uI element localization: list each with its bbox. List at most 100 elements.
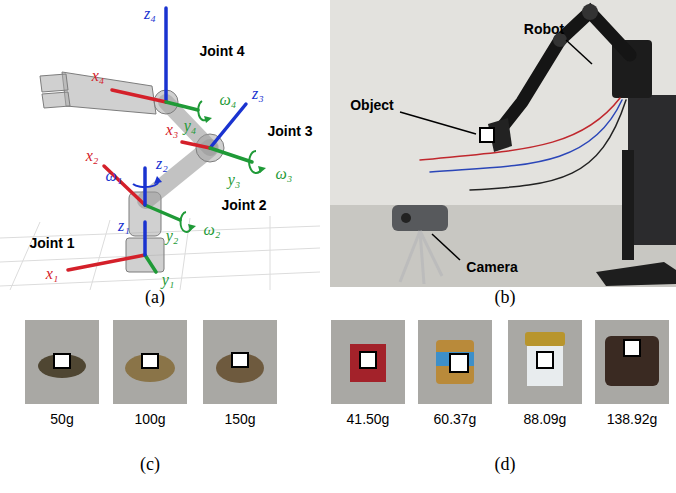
grid-line bbox=[270, 216, 271, 290]
robot-arm-photo bbox=[420, 4, 630, 190]
gripper-finger bbox=[40, 74, 68, 92]
weight-label: 50g bbox=[50, 412, 73, 427]
marker bbox=[537, 352, 553, 368]
tripod-leg bbox=[400, 231, 420, 282]
camera-lens bbox=[401, 213, 411, 223]
panel-letter: (c) bbox=[140, 455, 160, 475]
marker bbox=[232, 353, 248, 367]
joint-label: Joint 3 bbox=[267, 124, 312, 139]
weight-label: 150g bbox=[224, 412, 255, 427]
axis-label: x₄ bbox=[92, 67, 105, 85]
leader-lines bbox=[400, 40, 592, 260]
photo-ground bbox=[113, 320, 187, 404]
arm-links bbox=[500, 12, 630, 130]
leader-line bbox=[432, 234, 460, 260]
axis-label: y₃ bbox=[228, 171, 241, 189]
z-axis bbox=[210, 104, 246, 148]
photo-ground bbox=[331, 320, 405, 404]
jar bbox=[436, 340, 474, 384]
callout-label: Robot bbox=[524, 22, 564, 37]
weight-label: 100g bbox=[134, 412, 165, 427]
photo-ground bbox=[25, 320, 99, 404]
gripper-finger bbox=[42, 92, 70, 108]
jar bbox=[605, 336, 659, 386]
weight-label: 41.50g bbox=[347, 412, 390, 427]
y-axis bbox=[210, 148, 252, 162]
stand-post bbox=[622, 150, 634, 260]
panel-letter: (d) bbox=[495, 455, 516, 475]
wire bbox=[430, 100, 622, 172]
photo-ground bbox=[595, 320, 669, 404]
axis-label: ω₂ bbox=[204, 221, 221, 239]
z-axis bbox=[143, 222, 147, 255]
weight-disk bbox=[125, 354, 175, 382]
stand-base bbox=[596, 262, 676, 286]
photo-ground bbox=[203, 320, 277, 404]
x-axis bbox=[182, 142, 210, 148]
axis-label: x₂ bbox=[86, 147, 99, 165]
marker bbox=[624, 340, 640, 356]
marker bbox=[54, 354, 70, 368]
axis-label: y₄ bbox=[184, 117, 197, 135]
panel-letter: (b) bbox=[495, 288, 516, 308]
gripper bbox=[62, 72, 156, 114]
rotation-arrows bbox=[133, 101, 266, 232]
grid-line bbox=[10, 222, 40, 290]
x-axis bbox=[68, 255, 145, 270]
axis-label: x₃ bbox=[166, 121, 179, 139]
callout-label: Object bbox=[350, 98, 394, 113]
weight-photos bbox=[25, 320, 277, 404]
arrow-head bbox=[204, 116, 212, 123]
arrow-head bbox=[154, 176, 162, 184]
red-cube bbox=[350, 344, 386, 382]
arrow-head bbox=[258, 166, 266, 173]
jar-lid bbox=[525, 332, 565, 346]
monitor bbox=[628, 95, 676, 245]
y-axis bbox=[145, 205, 180, 220]
axis-label: z₂ bbox=[156, 155, 168, 173]
object-photos bbox=[331, 320, 669, 404]
x-axis bbox=[112, 90, 166, 102]
camera-photo bbox=[392, 205, 448, 284]
tripod-leg bbox=[420, 231, 442, 276]
camera-body bbox=[392, 205, 448, 231]
marker bbox=[450, 354, 468, 372]
axis-label: y₁ bbox=[162, 271, 175, 289]
object-marker bbox=[480, 128, 494, 142]
axis-label: x₁ bbox=[46, 265, 59, 283]
y-axis bbox=[166, 102, 198, 110]
leader-line bbox=[566, 40, 592, 64]
photo-ground bbox=[418, 320, 492, 404]
weight-disk bbox=[38, 354, 86, 378]
weight-disk bbox=[216, 353, 264, 383]
wire bbox=[470, 100, 626, 190]
leader-line bbox=[400, 112, 476, 134]
joint-label: Joint 2 bbox=[221, 198, 266, 213]
grid-line bbox=[90, 220, 110, 290]
axis-label: ω₁ bbox=[106, 167, 123, 185]
weight-label: 138.92g bbox=[607, 412, 658, 427]
axis-label: y₂ bbox=[166, 227, 179, 245]
frame-axes bbox=[68, 8, 252, 272]
jar bbox=[527, 346, 563, 386]
arm-joint bbox=[582, 4, 598, 20]
weight-label: 60.37g bbox=[434, 412, 477, 427]
joint-label: Joint 4 bbox=[199, 44, 244, 59]
z-axis bbox=[164, 8, 168, 102]
joint-label: Joint 1 bbox=[29, 236, 74, 251]
marker bbox=[360, 352, 376, 368]
axis-label: z₁ bbox=[118, 217, 130, 235]
axis-label: ω₄ bbox=[220, 91, 237, 109]
marker bbox=[142, 354, 158, 368]
photo-ground bbox=[508, 320, 582, 404]
panel-letter: (a) bbox=[145, 288, 165, 308]
axis-label: ω₃ bbox=[276, 165, 293, 183]
callout-label: Camera bbox=[466, 260, 517, 275]
axis-label: z₃ bbox=[252, 85, 264, 103]
arrow-head bbox=[188, 224, 196, 231]
axis-label: z₄ bbox=[144, 5, 156, 23]
weight-label: 88.09g bbox=[524, 412, 567, 427]
y-axis bbox=[145, 255, 156, 272]
